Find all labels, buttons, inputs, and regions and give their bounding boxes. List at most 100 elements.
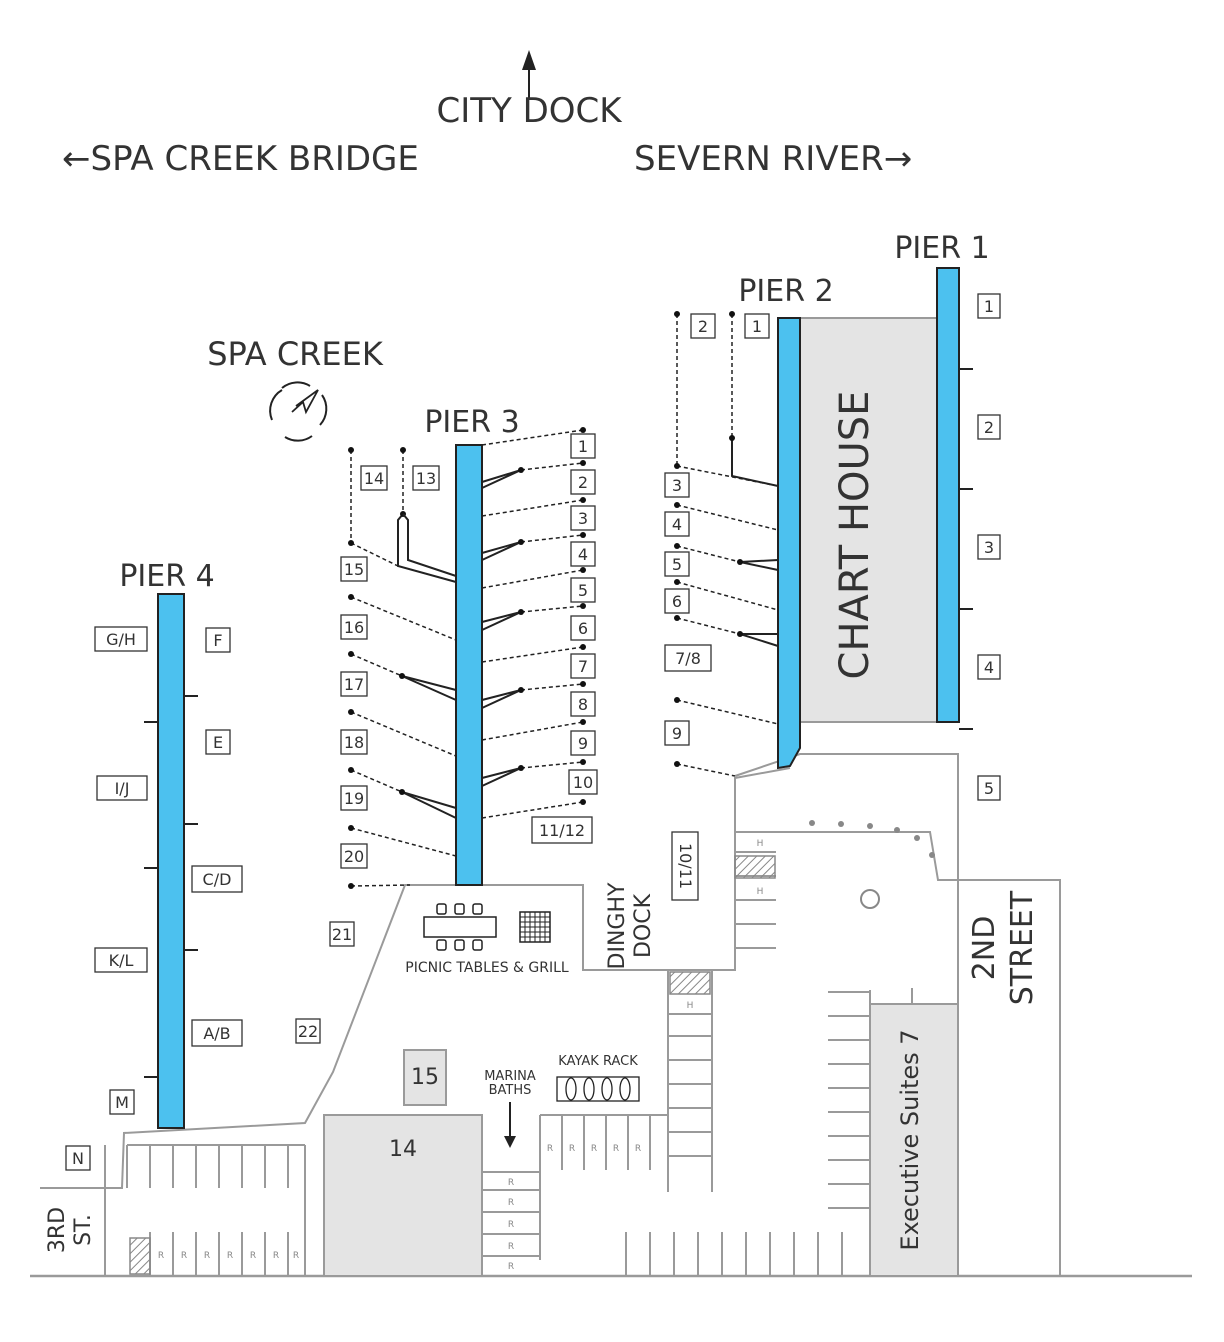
pier3-slip-8[interactable]: 8 — [570, 691, 596, 717]
pier3-slip-4[interactable]: 4 — [570, 541, 596, 567]
pier3-slip-22[interactable]: 22 — [295, 1018, 321, 1044]
svg-text:18: 18 — [344, 733, 364, 752]
chart-house-label: CHART HOUSE — [832, 391, 878, 680]
reserved-marker: R — [591, 1144, 597, 1154]
picnic-tables-icon — [423, 903, 497, 951]
reserved-marker: R — [508, 1178, 514, 1188]
svg-text:3: 3 — [578, 509, 588, 528]
pier4-slip-k-l[interactable]: K/L — [94, 947, 148, 973]
reserved-marker: R — [181, 1251, 187, 1261]
pier-3-left-lines — [348, 447, 457, 889]
svg-text:10: 10 — [573, 773, 593, 792]
pier4-slip-f[interactable]: F — [205, 627, 231, 653]
pier4-slip-g-h[interactable]: G/H — [94, 626, 148, 652]
handicap-marker: H — [757, 839, 764, 849]
pier1-slip-3[interactable]: 3 — [977, 534, 1001, 560]
pier2-slip-3[interactable]: 3 — [664, 472, 690, 498]
svg-text:2: 2 — [578, 473, 588, 492]
pier3-slip-11-12[interactable]: 11/12 — [531, 816, 593, 844]
reserved-marker: R — [293, 1251, 299, 1261]
pier1-slip-2[interactable]: 2 — [977, 414, 1001, 440]
svg-text:22: 22 — [298, 1022, 318, 1041]
pier3-slip-6[interactable]: 6 — [570, 615, 596, 641]
pier3-slip-16[interactable]: 16 — [340, 614, 368, 640]
pier3-slip-19[interactable]: 19 — [340, 785, 368, 811]
pier-1 — [936, 267, 973, 730]
reserved-marker: R — [635, 1144, 641, 1154]
pier3-slip-15[interactable]: 15 — [340, 556, 368, 582]
pier3-slip-5[interactable]: 5 — [570, 577, 596, 603]
reserved-marker: R — [508, 1262, 514, 1272]
svg-text:4: 4 — [578, 545, 588, 564]
dinghy-label-1: DINGHY — [605, 882, 630, 969]
pier2-slip-2[interactable]: 2 — [690, 313, 716, 339]
executive-suites-building — [869, 1003, 959, 1277]
pier4-slip-a-b[interactable]: A/B — [191, 1019, 243, 1047]
svg-text:M: M — [115, 1093, 129, 1112]
svg-text:I/J: I/J — [115, 779, 130, 798]
building-14 — [323, 1114, 483, 1277]
pier4-slip-e[interactable]: E — [205, 729, 231, 755]
pier-4 — [157, 593, 185, 1129]
svg-text:E: E — [213, 733, 223, 752]
pier3-slip-20[interactable]: 20 — [340, 843, 368, 869]
city-dock-label: CITY DOCK — [436, 91, 623, 131]
pier-4-ticks — [144, 695, 198, 1078]
pier3-slip-1[interactable]: 1 — [570, 433, 596, 459]
svg-text:13: 13 — [416, 469, 436, 488]
pier3-slip-2[interactable]: 2 — [570, 469, 596, 495]
svg-text:N: N — [72, 1149, 84, 1168]
pier3-slip-9[interactable]: 9 — [570, 730, 596, 756]
pier4-slip-c-d[interactable]: C/D — [191, 865, 243, 893]
pier1-slip-4[interactable]: 4 — [977, 654, 1001, 680]
reserved-marker: R — [158, 1251, 164, 1261]
shoreline — [30, 753, 1192, 1278]
pier2-slip-9[interactable]: 9 — [664, 720, 690, 746]
third-st-label-2: ST. — [71, 1214, 96, 1246]
pier-3-slips: 1 2 3 4 5 6 7 8 9 10 11/12 14 13 15 16 1… — [295, 433, 598, 1044]
svg-text:19: 19 — [344, 789, 364, 808]
pier3-slip-14[interactable]: 14 — [360, 465, 388, 491]
pier-2 — [777, 317, 801, 770]
dinghy-slip-10-11[interactable]: 10/11 — [671, 831, 699, 901]
pier3-slip-17[interactable]: 17 — [340, 671, 368, 697]
pier4-slip-m[interactable]: M — [109, 1089, 135, 1115]
svg-text:7/8: 7/8 — [675, 649, 701, 668]
reserved-marker: R — [227, 1251, 233, 1261]
pier4-slip-i-j[interactable]: I/J — [96, 775, 148, 801]
svg-text:5: 5 — [984, 779, 994, 798]
pier2-slip-4[interactable]: 4 — [664, 511, 690, 537]
reserved-marker: R — [508, 1220, 514, 1230]
compass-icon — [269, 381, 328, 442]
executive-suites-label: Executive Suites 7 — [896, 1029, 924, 1250]
pier3-slip-10[interactable]: 10 — [568, 769, 598, 795]
building-14-label: 14 — [389, 1137, 417, 1162]
svg-text:15: 15 — [344, 560, 364, 579]
svg-text:K/L: K/L — [109, 951, 134, 970]
pier2-slip-7-8[interactable]: 7/8 — [664, 644, 712, 672]
spa-creek-bridge-label: ←SPA CREEK BRIDGE — [62, 139, 419, 179]
reserved-marker: R — [204, 1251, 210, 1261]
pier1-slip-5[interactable]: 5 — [977, 775, 1001, 801]
pier2-slip-6[interactable]: 6 — [664, 588, 690, 614]
svg-text:4: 4 — [984, 658, 994, 677]
pier2-slip-5[interactable]: 5 — [664, 551, 690, 577]
pier3-slip-3[interactable]: 3 — [570, 505, 596, 531]
pier2-slip-1[interactable]: 1 — [744, 313, 770, 339]
pier3-slip-18[interactable]: 18 — [340, 729, 368, 755]
building-15 — [403, 1049, 447, 1106]
svg-text:5: 5 — [578, 581, 588, 600]
pier4-slip-n[interactable]: N — [65, 1145, 91, 1171]
grill-icon — [519, 911, 551, 943]
pier-2-lines — [674, 311, 779, 777]
svg-text:2: 2 — [984, 418, 994, 437]
pier3-slip-7[interactable]: 7 — [570, 653, 596, 679]
pier3-slip-21[interactable]: 21 — [329, 921, 355, 947]
svg-text:9: 9 — [578, 734, 588, 753]
down-arrow-icon — [504, 1136, 516, 1148]
pier3-slip-13[interactable]: 13 — [412, 465, 440, 491]
svg-text:6: 6 — [578, 619, 588, 638]
pier1-slip-1[interactable]: 1 — [977, 293, 1001, 319]
svg-text:1: 1 — [752, 317, 762, 336]
